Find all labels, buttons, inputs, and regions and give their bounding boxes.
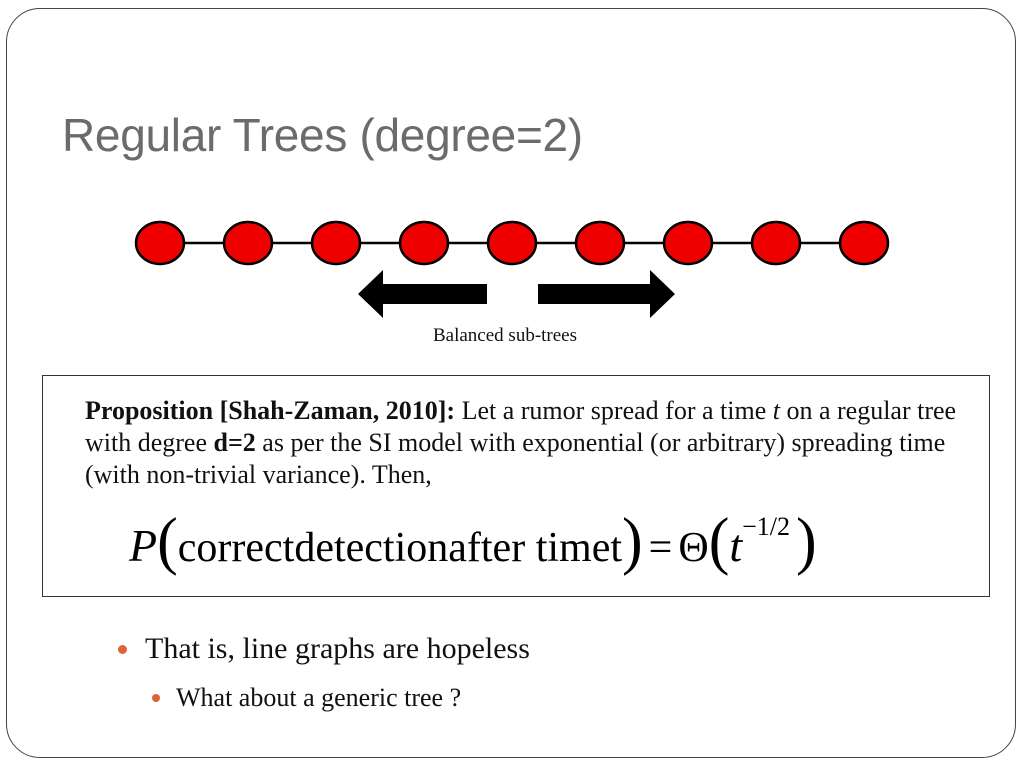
formula-exponent: −1/2	[742, 512, 791, 541]
tree-node	[574, 220, 626, 266]
tree-node	[838, 220, 890, 266]
proposition-text-3: as per the SI model with exponential (or…	[85, 428, 946, 489]
tree-node	[662, 220, 714, 266]
formula-p: P	[129, 520, 158, 571]
bullet-dot-level1	[118, 645, 127, 654]
proposition-label: Proposition [Shah-Zaman, 2010]:	[85, 396, 456, 425]
formula-open-paren: (	[157, 505, 178, 577]
formula-open-paren-2: (	[708, 505, 730, 577]
formula: P(correctdetectionafter timet)=Θ(t−1/2)	[129, 505, 817, 586]
diagram-caption: Balanced sub-trees	[432, 325, 578, 346]
proposition-text: Proposition [Shah-Zaman, 2010]: Let a ru…	[85, 395, 985, 491]
bullet-dot-level2	[152, 694, 160, 702]
proposition-degree: d=2	[213, 428, 256, 457]
tree-node	[486, 220, 538, 266]
bullet-level1: That is, line graphs are hopeless	[145, 632, 530, 665]
proposition-time-var: t	[772, 396, 780, 425]
formula-close-paren-2: )	[796, 505, 817, 577]
tree-node	[310, 220, 362, 266]
slide-title: Regular Trees (degree=2)	[62, 109, 583, 161]
proposition-text-1: Let a rumor spread for a time	[455, 396, 773, 425]
tree-node	[222, 220, 274, 266]
formula-close-paren: )	[622, 505, 643, 577]
right-arrow-icon	[538, 270, 675, 318]
tree-node	[134, 220, 186, 266]
tree-nodes	[134, 220, 890, 266]
formula-equals: =	[648, 525, 673, 571]
tree-node	[750, 220, 802, 266]
proposition-text-2: on a regular tree with degree	[85, 396, 957, 457]
formula-t: t	[729, 520, 743, 571]
tree-node	[398, 220, 450, 266]
bullet-level2: What about a generic tree ?	[176, 683, 462, 712]
left-arrow-icon	[358, 270, 487, 318]
formula-theta: Θ	[678, 525, 709, 571]
proposition-box: Proposition [Shah-Zaman, 2010]: Let a ru…	[42, 375, 990, 597]
formula-body: correctdetectionafter timet	[177, 525, 623, 571]
